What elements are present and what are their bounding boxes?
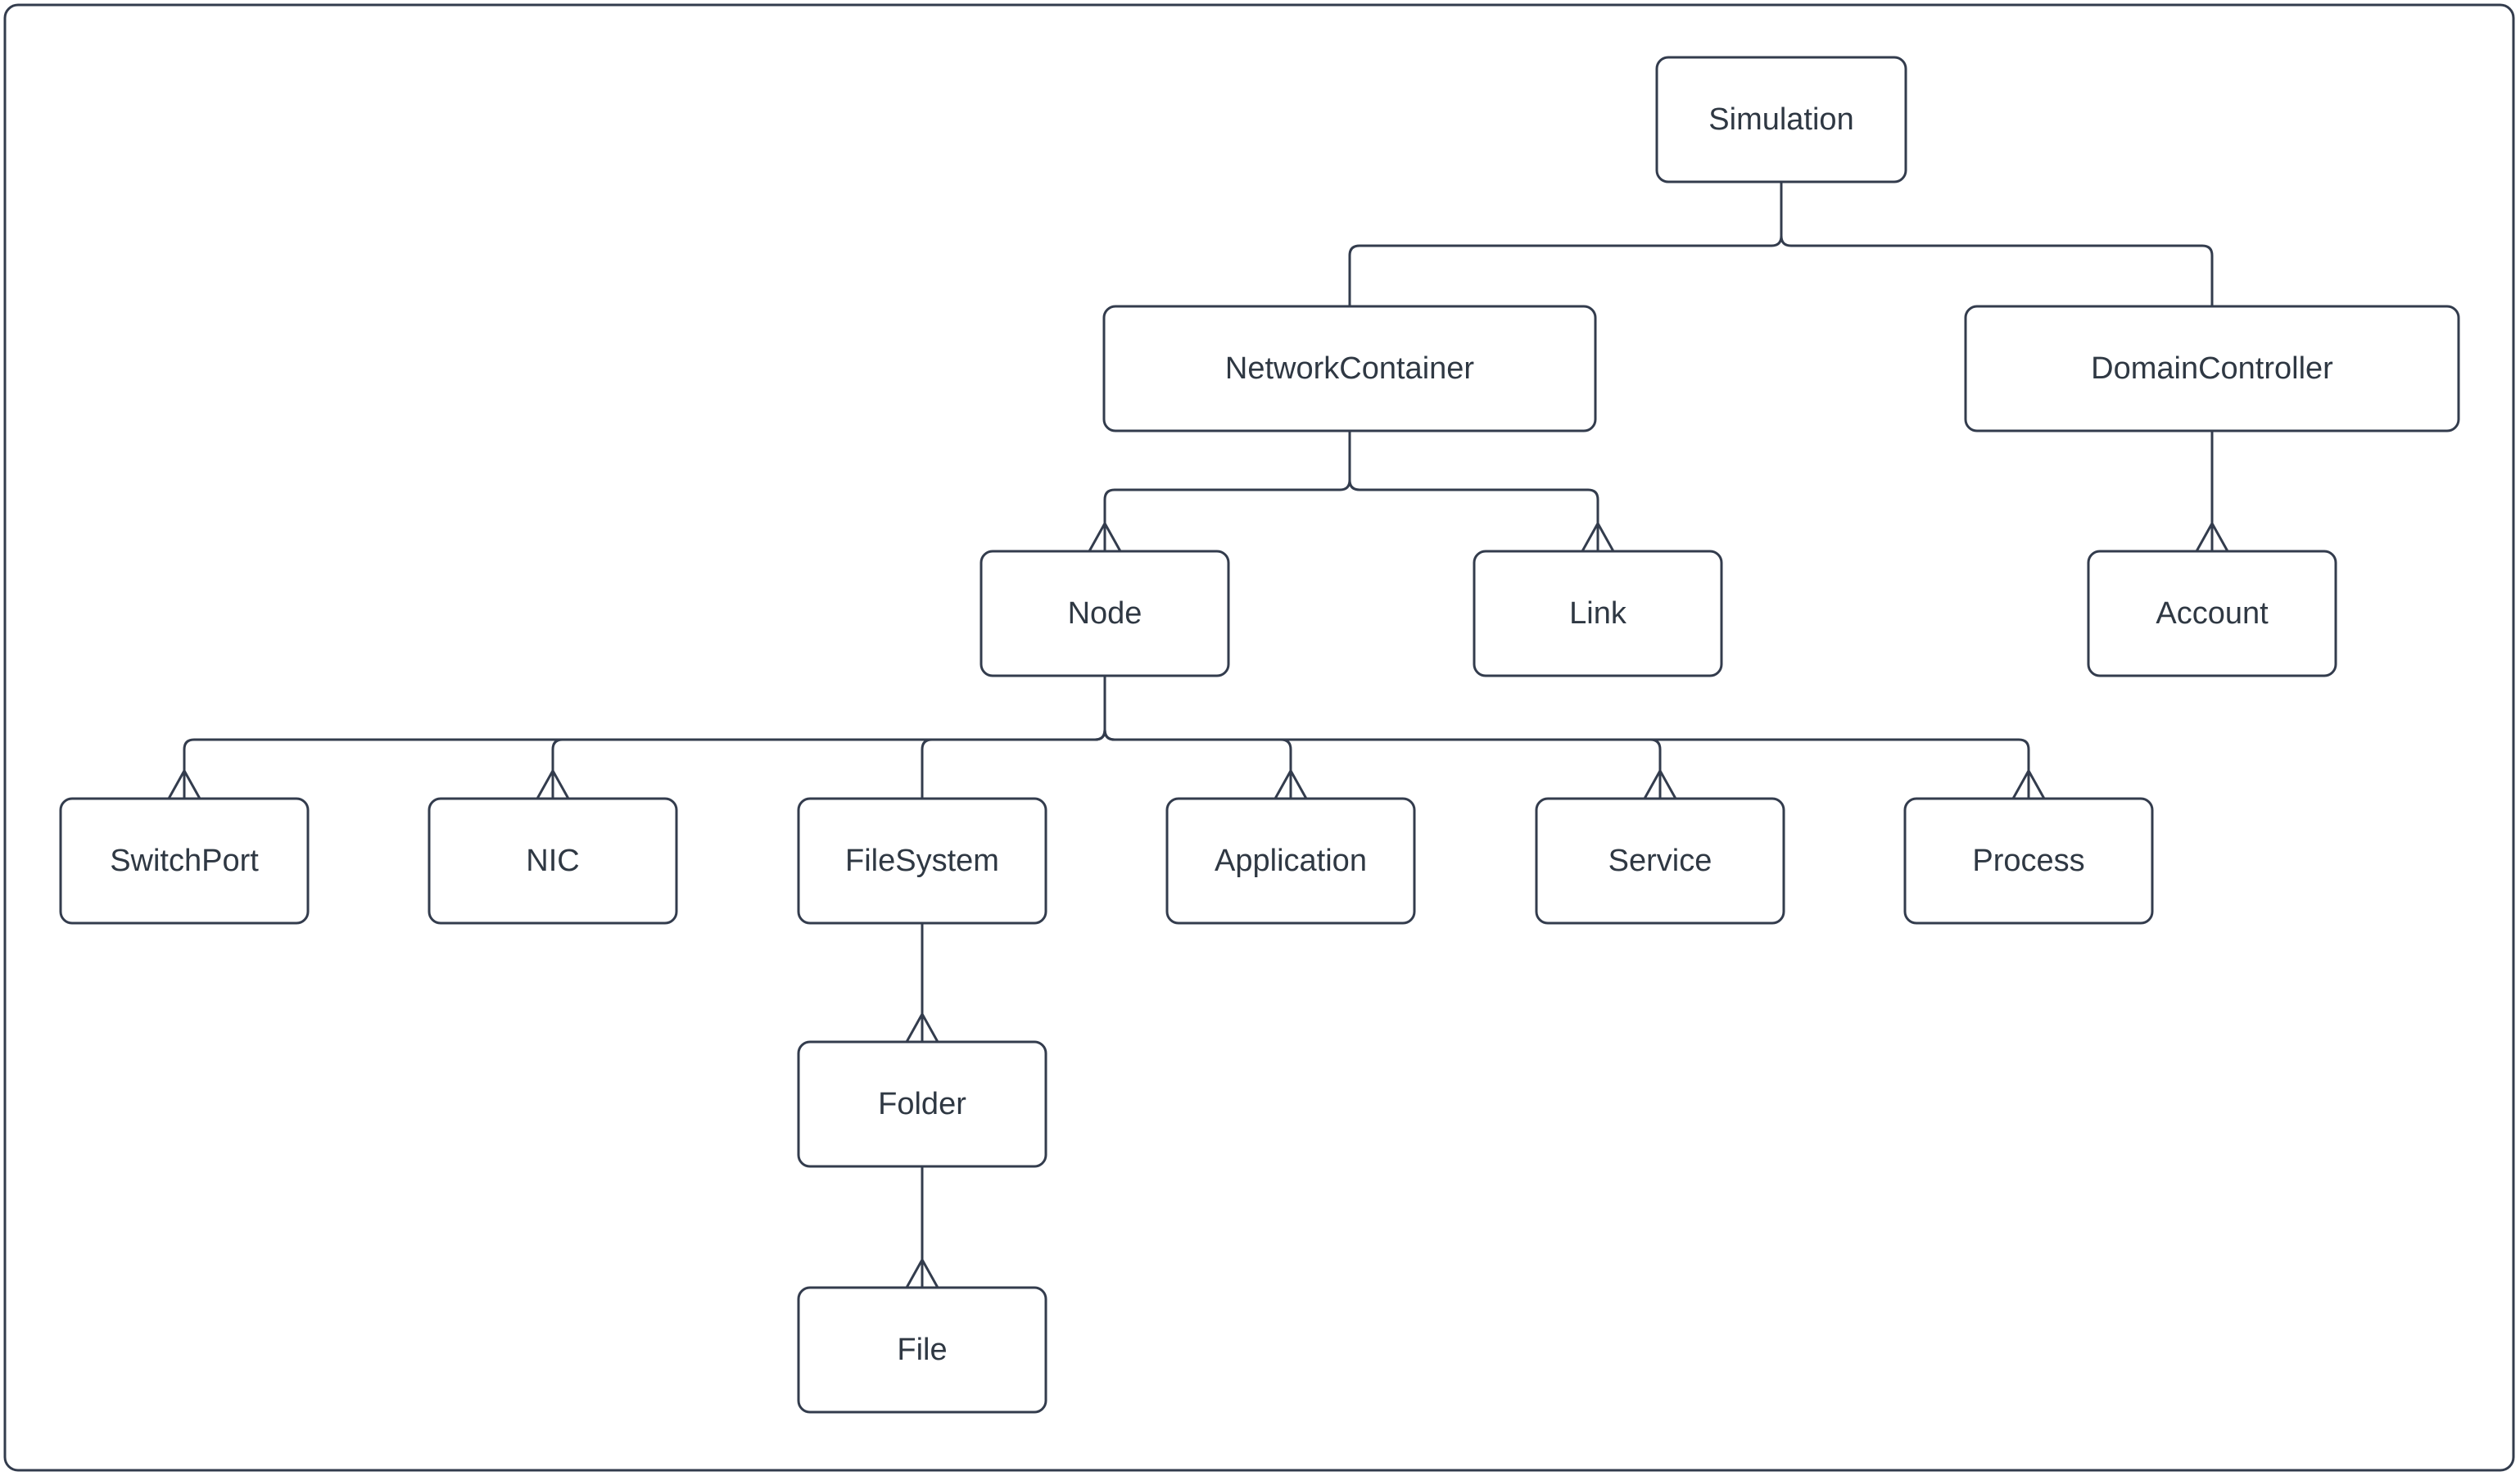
class-box-service[interactable] <box>1535 797 1785 925</box>
edges-layer <box>167 182 2229 1288</box>
class-label-domaincontroller: DomainController <box>2091 351 2333 386</box>
edge-simulation-to-domaincontroller <box>1780 182 2214 306</box>
class-node-simulation[interactable]: Simulation <box>1655 56 1907 183</box>
class-label-filesystem: FileSystem <box>845 844 999 878</box>
class-box-link[interactable] <box>1473 550 1723 677</box>
class-box-nic[interactable] <box>428 797 678 925</box>
inheritance-arrowhead-service <box>1643 767 1677 799</box>
class-node-filesystem[interactable]: FileSystem <box>797 797 1047 925</box>
class-node-nic[interactable]: NIC <box>428 797 678 925</box>
inheritance-arrowhead-node <box>1088 520 1122 552</box>
class-node-domaincontroller[interactable]: DomainController <box>1964 305 2460 432</box>
class-box-file[interactable] <box>797 1286 1047 1414</box>
class-node-file[interactable]: File <box>797 1286 1047 1414</box>
class-node-account[interactable]: Account <box>2087 550 2337 677</box>
class-label-application: Application <box>1215 844 1367 878</box>
inheritance-arrowhead-application <box>1274 767 1308 799</box>
class-label-simulation: Simulation <box>1708 102 1853 137</box>
class-box-domaincontroller[interactable] <box>1964 305 2460 432</box>
inheritance-arrowhead-file <box>905 1256 939 1288</box>
class-node-link[interactable]: Link <box>1473 550 1723 677</box>
class-node-process[interactable]: Process <box>1903 797 2154 925</box>
class-label-process: Process <box>1972 844 2084 878</box>
class-node-switchport[interactable]: SwitchPort <box>59 797 310 925</box>
inheritance-arrowhead-link <box>1581 520 1615 552</box>
edge-networkcontainer-to-link <box>1348 431 1599 523</box>
class-label-switchport: SwitchPort <box>110 844 259 878</box>
class-node-application[interactable]: Application <box>1165 797 1416 925</box>
class-label-nic: NIC <box>526 844 579 878</box>
class-box-node[interactable] <box>979 550 1230 677</box>
class-node-networkcontainer[interactable]: NetworkContainer <box>1102 305 1597 432</box>
inheritance-arrowhead-process <box>2011 767 2046 799</box>
class-label-networkcontainer: NetworkContainer <box>1225 351 1474 386</box>
class-box-application[interactable] <box>1165 797 1416 925</box>
inheritance-arrowhead-account <box>2195 520 2229 552</box>
class-node-service[interactable]: Service <box>1535 797 1785 925</box>
class-box-networkcontainer[interactable] <box>1102 305 1597 432</box>
class-label-node: Node <box>1068 596 1142 631</box>
class-label-folder: Folder <box>878 1087 966 1121</box>
class-node-folder[interactable]: Folder <box>797 1040 1047 1168</box>
class-label-file: File <box>897 1333 947 1367</box>
class-box-folder[interactable] <box>797 1040 1047 1168</box>
class-box-filesystem[interactable] <box>797 797 1047 925</box>
class-label-account: Account <box>2156 596 2269 631</box>
edge-node-to-process <box>1103 676 2030 771</box>
class-node-node[interactable]: Node <box>979 550 1230 677</box>
class-label-link: Link <box>1569 596 1627 631</box>
inheritance-arrowhead-folder <box>905 1011 939 1043</box>
inheritance-arrowhead-switchport <box>167 767 201 799</box>
class-box-process[interactable] <box>1903 797 2154 925</box>
class-box-account[interactable] <box>2087 550 2337 677</box>
inheritance-arrowhead-nic <box>536 767 570 799</box>
class-label-service: Service <box>1608 844 1712 878</box>
diagram-frame <box>3 3 2515 1472</box>
class-box-simulation[interactable] <box>1655 56 1907 183</box>
class-box-switchport[interactable] <box>59 797 310 925</box>
